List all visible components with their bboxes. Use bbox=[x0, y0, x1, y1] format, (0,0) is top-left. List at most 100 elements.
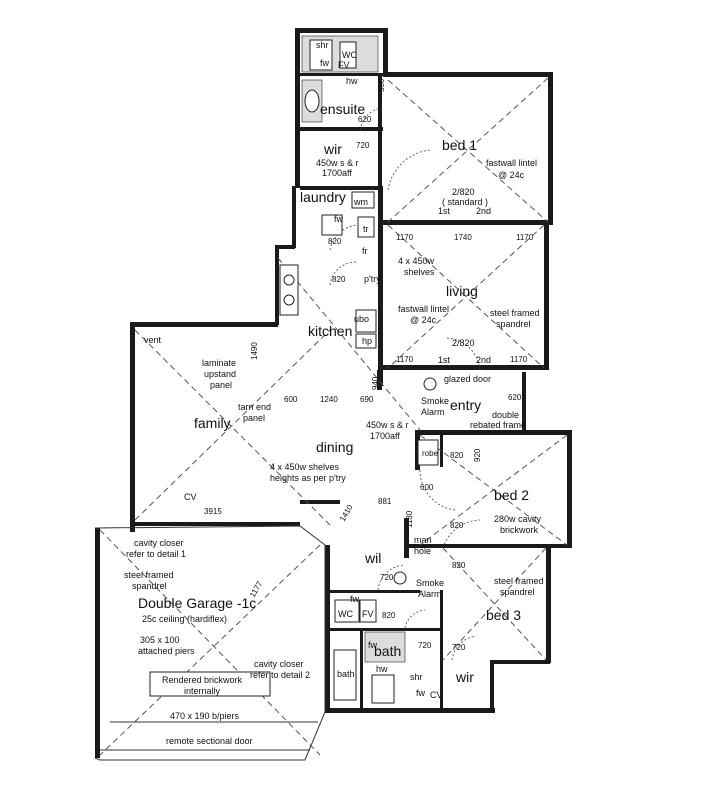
note-ceiling: 25c ceiling (hardiflex) bbox=[142, 614, 227, 624]
note-fastwall-top-2: @ 24c bbox=[498, 170, 525, 180]
note-steel-garage-2: spandrel bbox=[132, 581, 167, 591]
label-wm: wm bbox=[353, 197, 368, 207]
note-entry-shelves-2: 1700aff bbox=[370, 431, 400, 441]
note-fastwall-top-1: fastwall lintel bbox=[486, 158, 537, 168]
note-steel-spandrel-1: steel framed bbox=[490, 308, 540, 318]
dim-720-wil: 720 bbox=[380, 573, 394, 582]
dim-820-robe: 820 bbox=[450, 451, 464, 460]
label-bath: bath bbox=[374, 643, 401, 659]
label-cv-family: CV bbox=[184, 492, 197, 502]
label-wc-bottom: WC bbox=[338, 609, 353, 619]
note-first-1: 1st bbox=[438, 206, 451, 216]
label-bath-fixture: bath bbox=[337, 669, 355, 679]
note-man-hole-1: man bbox=[414, 535, 432, 545]
label-ensuite: ensuite bbox=[320, 101, 365, 117]
note-cavity-bed2-2: brickwork bbox=[500, 525, 539, 535]
note-rendered-2: internally bbox=[184, 686, 221, 696]
note-dining-shelves-1: 4 x 450w shelves bbox=[270, 462, 340, 472]
dim-720-wir: 720 bbox=[356, 141, 370, 150]
dim-620-ensuite: 620 bbox=[358, 115, 372, 124]
dim-600-b: 600 bbox=[420, 483, 434, 492]
note-rendered-1: Rendered brickwork bbox=[162, 675, 243, 685]
dim-3915: 3915 bbox=[204, 507, 222, 516]
label-hp: hp bbox=[362, 336, 372, 346]
note-wir-shelves-1: 450w s & r bbox=[316, 158, 359, 168]
note-fastwall-mid-2: @ 24c bbox=[410, 315, 437, 325]
label-fw-bottom: fw bbox=[350, 594, 360, 604]
dim-620-entry: 620 bbox=[508, 393, 522, 402]
label-fw-top: fw bbox=[320, 58, 330, 68]
label-double-garage: Double Garage -1c bbox=[138, 595, 256, 611]
label-bed3: bed 3 bbox=[486, 607, 521, 623]
note-man-hole-2: hole bbox=[414, 546, 431, 556]
note-steel-garage-1: steel framed bbox=[124, 570, 174, 580]
label-living: living bbox=[446, 283, 478, 299]
label-wc-top: WC bbox=[342, 50, 357, 60]
label-shr-top: shr bbox=[316, 40, 329, 50]
label-kitchen: kitchen bbox=[308, 323, 352, 339]
dim-1490: 1490 bbox=[250, 342, 259, 360]
room-labels: shr fw WC FV hw ensuite bed 1 wir laundr… bbox=[138, 40, 529, 700]
label-tr-laundry: tr bbox=[363, 224, 369, 234]
note-vent: vent bbox=[144, 335, 162, 345]
dim-1240: 1240 bbox=[320, 395, 338, 404]
note-sectional-door: remote sectional door bbox=[166, 736, 253, 746]
label-wir-top: wir bbox=[323, 141, 342, 157]
ceiling-diagonals bbox=[99, 77, 568, 756]
label-wil: wil bbox=[364, 550, 381, 566]
label-family: family bbox=[194, 415, 231, 431]
note-laminate-1: laminate bbox=[202, 358, 236, 368]
note-piers-2: attached piers bbox=[138, 646, 195, 656]
label-fw-bath: fw bbox=[368, 640, 378, 650]
note-cavity-closer-1a: cavity closer bbox=[134, 538, 184, 548]
note-smoke-2: Alarm bbox=[421, 407, 445, 417]
label-fr-kitchen: fr bbox=[362, 246, 368, 256]
dim-820-c: 820 bbox=[452, 561, 466, 570]
label-cv-bath: CV bbox=[430, 690, 443, 700]
note-bpiers: 470 x 190 b/piers bbox=[170, 711, 240, 721]
label-hw-bath: hw bbox=[376, 664, 388, 674]
dim-1170-d: 1170 bbox=[510, 355, 528, 364]
note-tarn-2: panel bbox=[243, 413, 265, 423]
label-bed1: bed 1 bbox=[442, 137, 477, 153]
note-steel-bed3-1: steel framed bbox=[494, 576, 544, 586]
note-door-2820: 2/820 bbox=[452, 338, 475, 348]
note-entry-shelves-1: 450w s & r bbox=[366, 420, 409, 430]
label-shr-bottom: shr bbox=[410, 672, 423, 682]
dim-820-ptry: 820 bbox=[332, 275, 346, 284]
note-double-rebated-1: double bbox=[492, 410, 519, 420]
fixtures bbox=[149, 35, 439, 704]
note-laminate-2: upstand bbox=[204, 369, 236, 379]
dim-1170-a: 1170 bbox=[396, 233, 414, 242]
note-laminate-3: panel bbox=[210, 380, 232, 390]
dim-720-bath: 720 bbox=[418, 641, 432, 650]
dim-1130: 1130 bbox=[405, 510, 414, 528]
note-fastwall-mid-1: fastwall lintel bbox=[398, 304, 449, 314]
dim-500: 500 bbox=[377, 78, 386, 92]
note-cavity-closer-2b: refer to detail 2 bbox=[250, 670, 310, 680]
dim-820-wc: 820 bbox=[382, 611, 396, 620]
dim-600-a: 600 bbox=[284, 395, 298, 404]
dim-720-wir-b: 720 bbox=[452, 643, 466, 652]
note-steel-spandrel-2: spandrel bbox=[496, 319, 531, 329]
note-piers-1: 305 x 100 bbox=[140, 635, 180, 645]
label-bed2: bed 2 bbox=[494, 487, 529, 503]
note-second-1: 2nd bbox=[476, 206, 491, 216]
note-door-standard-1: 2/820 bbox=[452, 187, 475, 197]
note-first-2: 1st bbox=[438, 355, 451, 365]
dim-820-laundry: 820 bbox=[328, 237, 342, 246]
label-ptry: p'try bbox=[364, 274, 381, 284]
label-ubo: ubo bbox=[354, 314, 369, 324]
dim-920: 920 bbox=[473, 448, 482, 462]
label-hw-top: hw bbox=[346, 76, 358, 86]
note-smoke-1: Smoke bbox=[421, 396, 449, 406]
note-shelves-ptry-1: 4 x 450w bbox=[398, 256, 435, 266]
note-cavity-bed2-1: 280w cavity bbox=[494, 514, 542, 524]
label-fw-laundry: fw bbox=[334, 214, 344, 224]
dim-881: 881 bbox=[378, 497, 392, 506]
garage-outline bbox=[94, 525, 326, 761]
note-tarn-1: tarn end bbox=[238, 402, 271, 412]
note-cavity-closer-1b: refer to detail 1 bbox=[126, 549, 186, 559]
dim-1170-b: 1170 bbox=[516, 233, 534, 242]
